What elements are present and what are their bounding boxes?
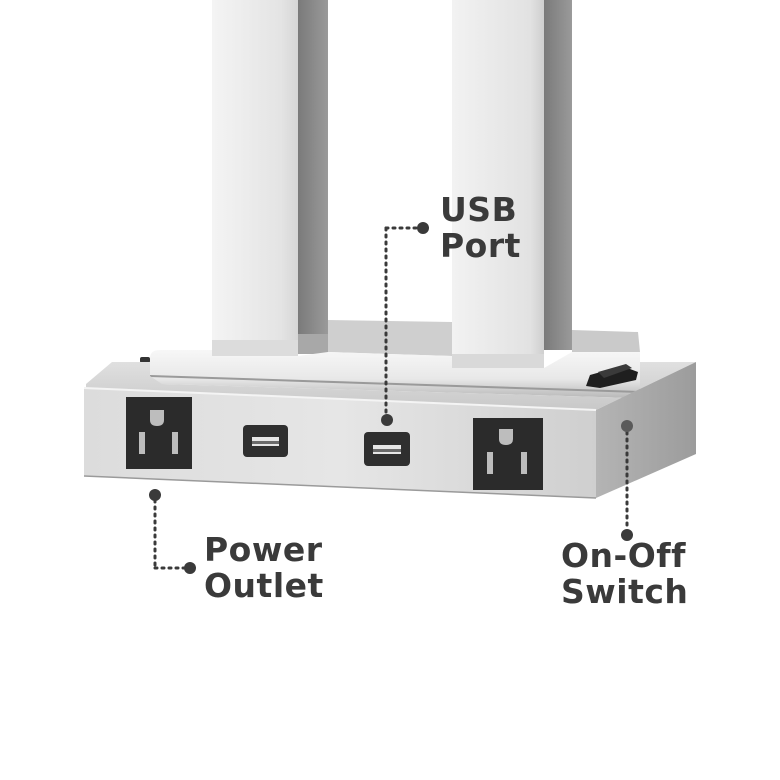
base-front	[84, 388, 596, 498]
usb-port-label-line2: Port	[440, 225, 521, 265]
switch-callout-dot	[621, 529, 633, 541]
power-target-dot	[149, 489, 161, 501]
power-outlet-left	[126, 397, 192, 469]
power-callout-dot	[184, 562, 196, 574]
upper-plate	[140, 320, 641, 398]
usb-callout-line	[381, 222, 429, 426]
usb-port-label: USB Port	[440, 192, 521, 263]
base-top	[86, 362, 696, 410]
on-off-switch-label: On-Off Switch	[561, 538, 688, 609]
left-pillar	[212, 0, 328, 356]
usb-port-2	[364, 432, 410, 466]
switch-callout-line	[621, 420, 633, 541]
usb-callout-dot	[417, 222, 429, 234]
power-outlet-label: Power Outlet	[204, 532, 324, 603]
switch-target-dot	[621, 420, 633, 432]
usb-port-label-line1: USB	[440, 190, 518, 229]
power-outlet-label-line1: Power	[204, 530, 323, 569]
on-off-switch-label-line1: On-Off	[561, 536, 687, 575]
on-off-switch-label-line2: Switch	[561, 571, 689, 611]
usb-target-dot	[381, 414, 393, 426]
right-pillar	[452, 0, 572, 368]
base-side	[596, 362, 696, 498]
usb-port-1	[243, 425, 288, 457]
power-callout-line	[149, 489, 196, 574]
power-outlet-right	[473, 418, 543, 490]
on-off-switch[interactable]	[586, 364, 638, 388]
power-outlet-label-line2: Outlet	[204, 565, 324, 605]
